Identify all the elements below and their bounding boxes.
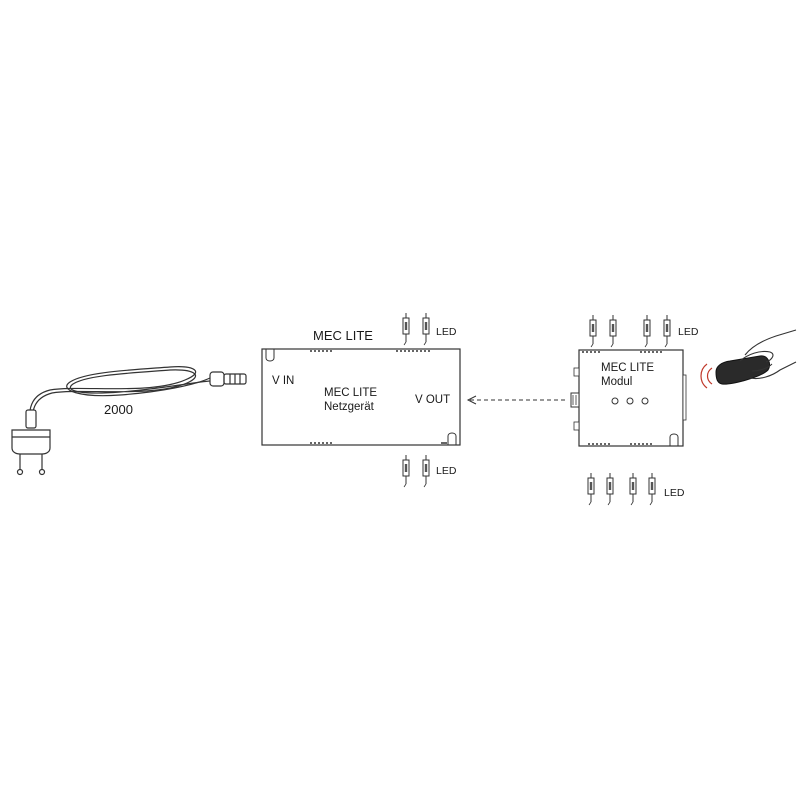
psu-top-label: MEC LITE — [313, 328, 373, 343]
cable-length-label: 2000 — [104, 402, 133, 417]
module-box — [570, 349, 687, 447]
led-connector-icon — [587, 472, 656, 506]
power-supply-box — [261, 348, 461, 446]
remote-control-hand-icon — [700, 329, 797, 389]
module-name: MEC LITE — [601, 362, 654, 374]
module-top-led-label: LED — [678, 326, 699, 338]
psu-bottom-led-label: LED — [436, 465, 457, 477]
module-bottom-led-label: LED — [664, 487, 685, 499]
led-connector-icon — [589, 314, 671, 348]
psu-output-label: V OUT — [415, 394, 450, 406]
psu-input-label: V IN — [272, 375, 294, 387]
led-connector-icon — [402, 454, 430, 488]
psu-subtitle: Netzgerät — [324, 401, 375, 413]
euro-plug-icon — [11, 409, 51, 476]
led-connector-icon — [402, 312, 430, 346]
power-cable — [28, 366, 247, 429]
module-subtitle: Modul — [601, 376, 632, 388]
psu-name: MEC LITE — [324, 387, 377, 399]
psu-top-led-label: LED — [436, 326, 457, 338]
signal-arrow — [466, 395, 566, 405]
